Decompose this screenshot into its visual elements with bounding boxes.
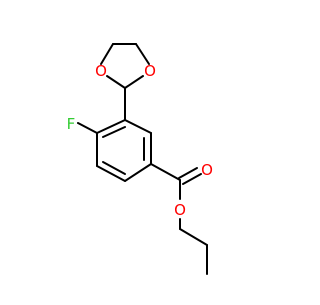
bonds [77, 43, 208, 275]
bond [150, 163, 181, 181]
molecule-canvas: F O O O O [67, 43, 213, 275]
ring-bond [124, 119, 152, 134]
ring-bond [96, 119, 126, 134]
atom-label-fluorine: F [67, 115, 76, 133]
ring-bond [124, 163, 152, 182]
bond [179, 228, 208, 246]
ring-double-bond [102, 126, 126, 138]
atom-label-oxygen: O [144, 62, 156, 80]
bond [182, 173, 202, 185]
molecule-drawing: F O O O O [67, 43, 213, 275]
atom-labels: F O O O O [67, 62, 213, 219]
bond [106, 75, 126, 89]
bond [77, 122, 98, 134]
bond [100, 43, 114, 65]
bond [135, 43, 150, 65]
bond [124, 75, 144, 89]
ring-bond [96, 165, 126, 182]
atom-label-oxygen: O [174, 201, 186, 219]
atom-label-oxygen: O [201, 161, 213, 179]
atom-label-oxygen: O [95, 62, 107, 80]
bond [178, 167, 198, 179]
ring-double-bond [102, 161, 126, 175]
